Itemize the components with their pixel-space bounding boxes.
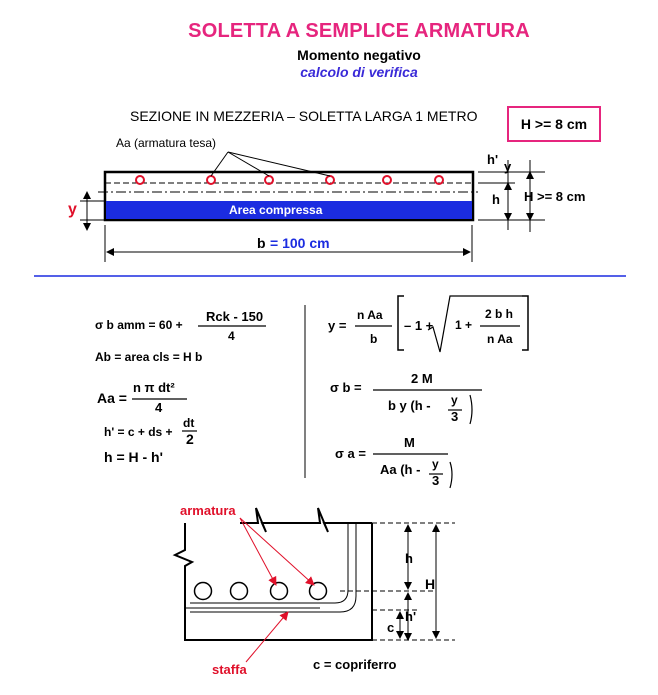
detail-dimensions: [396, 524, 440, 641]
y-inner-numerator: 2 b h: [485, 307, 514, 321]
page-subtitle: Momento negativo: [297, 47, 421, 63]
detail-h-prime-label: h': [405, 609, 417, 624]
rck-numerator: Rck - 150: [206, 309, 264, 324]
stirrup: [185, 523, 357, 613]
y-one-plus: 1 +: [455, 318, 473, 332]
formula-parens: [449, 394, 473, 489]
detail-rebars: [193, 581, 328, 601]
y-inner-denominator: n Aa: [487, 332, 513, 346]
sigma-b-lhs: σ b =: [330, 380, 362, 395]
slab-detail: [172, 507, 373, 641]
staffa-label: staffa: [212, 662, 247, 677]
sigma-a-den: Aa (h -: [380, 462, 421, 477]
h-label: h: [492, 192, 500, 207]
page-italic-subtitle: calcolo di verifica: [300, 64, 418, 80]
sigma-b-den-y: y: [451, 393, 458, 407]
ab-formula: Ab = area cls = H b: [95, 350, 203, 364]
dt-numerator: dt: [183, 416, 195, 430]
detail-ext-lines: [340, 522, 455, 641]
detail-H-label: H: [425, 576, 436, 592]
b-value: = 100 cm: [270, 235, 330, 251]
fraction-bars: [132, 325, 520, 475]
h-dim-label: H >= 8 cm: [524, 189, 586, 204]
detail-leaders: [239, 517, 315, 663]
aa-label: Aa (armatura tesa): [116, 136, 217, 150]
detail-c-label: c: [387, 620, 395, 635]
h-prime-lhs: h' = c + ds +: [104, 425, 173, 439]
sigma-a-den-y: y: [432, 457, 439, 471]
h-prime-label: h': [487, 152, 499, 167]
y-small-label: y: [504, 159, 512, 174]
y-formula-brackets: [397, 295, 529, 353]
dt-denominator: 2: [186, 431, 194, 447]
aa-leaders: [210, 151, 331, 177]
sigma-a-den-3: 3: [432, 473, 440, 488]
sigma-b-den-3: 3: [451, 409, 459, 424]
y-denominator: b: [370, 332, 378, 346]
y-minus-one: – 1 +: [404, 318, 434, 333]
sigma-a-numerator: M: [404, 435, 415, 450]
aa-denominator: 4: [155, 400, 163, 415]
armatura-label: armatura: [180, 503, 236, 518]
slab-section: [98, 170, 478, 222]
page-title: SOLETTA A SEMPLICE ARMATURA: [188, 20, 530, 42]
aa-numerator: n π dt²: [133, 380, 175, 395]
sigma-a-lhs: σ a =: [335, 446, 366, 461]
rck-denominator: 4: [228, 329, 235, 343]
h-equation: h = H - h': [104, 449, 163, 465]
compressed-area: [106, 201, 472, 219]
area-compressa-label: Area compressa: [229, 203, 323, 217]
section-label: SEZIONE IN MEZZERIA – SOLETTA LARGA 1 ME…: [130, 108, 478, 124]
b-label: b: [257, 235, 266, 251]
copriferro-label: c = copriferro: [313, 657, 397, 672]
y-lhs: y =: [328, 318, 347, 333]
y-left-label: y: [68, 201, 77, 218]
sigma-b-numerator: 2 M: [411, 371, 433, 386]
y-numerator: n Aa: [357, 308, 383, 322]
right-dimensions: [478, 160, 545, 232]
b-dimension: [104, 225, 473, 262]
sigma-b-amm: σ b amm = 60 +: [95, 318, 183, 332]
h-min-box: H >= 8 cm: [507, 106, 601, 142]
y-dimension-left: [80, 191, 104, 231]
detail-h-label: h: [405, 551, 413, 566]
sigma-b-den: b y (h -: [388, 398, 431, 413]
aa-lhs: Aa =: [97, 390, 127, 406]
